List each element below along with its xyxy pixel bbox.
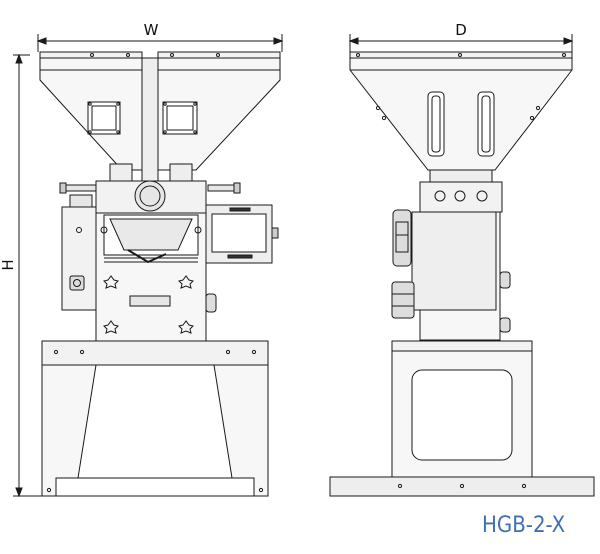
front-stand-top <box>42 341 268 365</box>
right-sight-window <box>163 102 197 134</box>
front-view <box>40 52 280 496</box>
top-flange <box>135 181 165 211</box>
power-switch-icon <box>70 276 84 290</box>
model-name: HGB-2-X <box>482 513 566 538</box>
height-dimension: H <box>0 55 42 496</box>
side-base-plate <box>330 477 594 496</box>
left-sight-window <box>88 102 120 134</box>
height-label: H <box>0 259 17 270</box>
width-label: W <box>144 21 159 39</box>
depth-dimension: D <box>350 21 572 52</box>
mixer-sight-glass <box>130 296 170 306</box>
side-view <box>330 52 594 496</box>
depth-label: D <box>455 21 467 39</box>
center-column <box>142 58 158 182</box>
star-knobs <box>104 276 193 333</box>
motor-icon <box>392 282 414 318</box>
controller-display <box>206 205 278 263</box>
side-hopper <box>350 58 572 170</box>
side-stand-top <box>392 341 532 351</box>
side-slot-window-right <box>478 92 494 156</box>
side-slot-window-left <box>428 92 444 156</box>
side-electrical-cabinet <box>412 212 496 310</box>
width-dimension: W <box>38 21 282 52</box>
electrical-cabinet <box>62 207 96 310</box>
side-stand-window <box>412 370 512 460</box>
air-regulator-icon <box>393 210 411 266</box>
